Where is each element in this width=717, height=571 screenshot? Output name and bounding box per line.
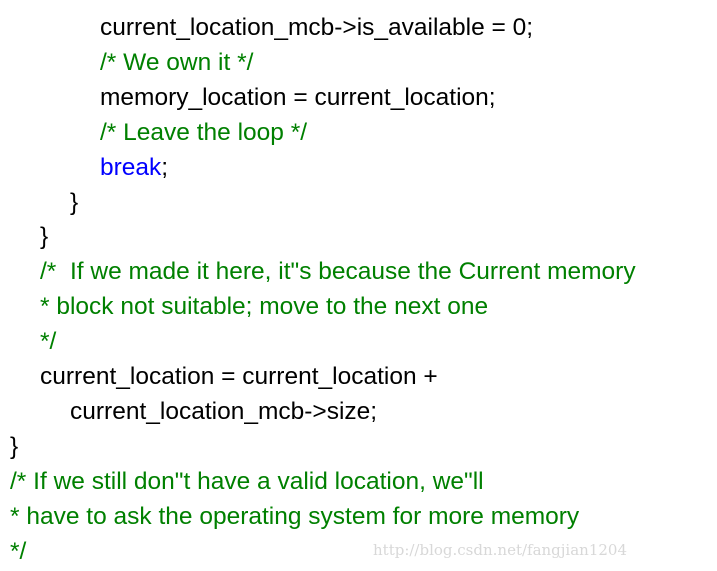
code-comment: * block not suitable; move to the next o… (40, 293, 489, 321)
code-line: /* Leave the loop */ (100, 116, 307, 150)
code-text: } (10, 432, 19, 460)
code-comment: */ (40, 328, 57, 356)
code-comment: * have to ask the operating system for m… (10, 502, 580, 530)
watermark-url: http://blog.csdn.net/fangjian1204 (373, 541, 628, 559)
code-line: } (10, 430, 18, 464)
code-line: break; (100, 151, 168, 185)
code-text: } (70, 188, 79, 216)
code-line: /* If we still don"t have a valid locati… (10, 465, 484, 499)
code-text: current_location_mcb->is_available = 0; (100, 14, 534, 41)
code-comment: /* We own it */ (100, 48, 254, 76)
code-line: current_location_mcb->size; (70, 395, 377, 429)
code-line: * block not suitable; move to the next o… (40, 290, 488, 324)
code-line: memory_location = current_location; (100, 81, 496, 115)
code-text: current_location = current_location + (40, 363, 438, 390)
code-line: /* We own it */ (100, 46, 253, 80)
code-text: } (40, 223, 49, 251)
code-comment: /* Leave the loop */ (100, 118, 308, 146)
code-text: memory_location = current_location; (100, 83, 496, 111)
code-line: } (70, 186, 78, 220)
code-comment: /* If we made it here, it"s because the … (40, 258, 636, 286)
code-comment: */ (10, 537, 27, 565)
code-line: current_location = current_location + (40, 360, 438, 394)
code-line: } (40, 220, 48, 254)
code-line: * have to ask the operating system for m… (10, 500, 579, 534)
code-text: ; (161, 153, 169, 181)
code-comment: /* If we still don"t have a valid locati… (10, 467, 484, 495)
code-line: */ (10, 535, 26, 569)
code-text: current_location_mcb->size; (70, 397, 378, 425)
code-line: current_location_mcb->is_available = 0; (100, 11, 533, 45)
code-line: */ (40, 325, 56, 359)
code-line: /* If we made it here, it"s because the … (40, 255, 636, 289)
code-keyword: break (100, 153, 162, 181)
